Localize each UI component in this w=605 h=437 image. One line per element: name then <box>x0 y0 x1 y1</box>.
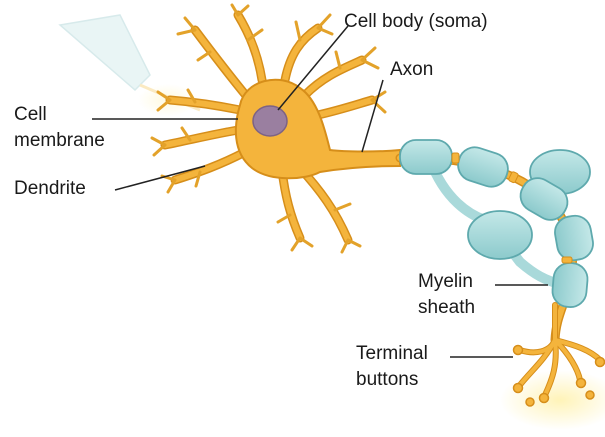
nucleus <box>253 106 287 136</box>
myelin-segment <box>468 211 532 259</box>
label-cell-membrane-line1: Cell <box>14 104 47 126</box>
myelin-segment <box>552 213 595 263</box>
myelin-segment <box>400 140 452 174</box>
myelin-segment <box>454 143 512 191</box>
label-terminal-line1: Terminal <box>356 343 428 365</box>
label-terminal-line2: buttons <box>356 369 418 391</box>
label-cell-body: Cell body (soma) <box>344 11 488 33</box>
myelin-segment <box>551 262 589 309</box>
terminal-button <box>577 379 586 388</box>
label-myelin-line1: Myelin <box>418 271 473 293</box>
leader-axon <box>362 80 383 152</box>
label-cell-membrane-line2: membrane <box>14 130 105 152</box>
terminal-button <box>540 394 549 403</box>
label-axon: Axon <box>390 59 433 81</box>
terminal-button <box>586 391 594 399</box>
label-dendrite: Dendrite <box>14 178 86 200</box>
terminal-button <box>514 346 523 355</box>
label-myelin-line2: sheath <box>418 297 475 319</box>
terminal-button <box>526 398 534 406</box>
terminal-button <box>596 358 605 367</box>
terminal-button <box>514 384 523 393</box>
